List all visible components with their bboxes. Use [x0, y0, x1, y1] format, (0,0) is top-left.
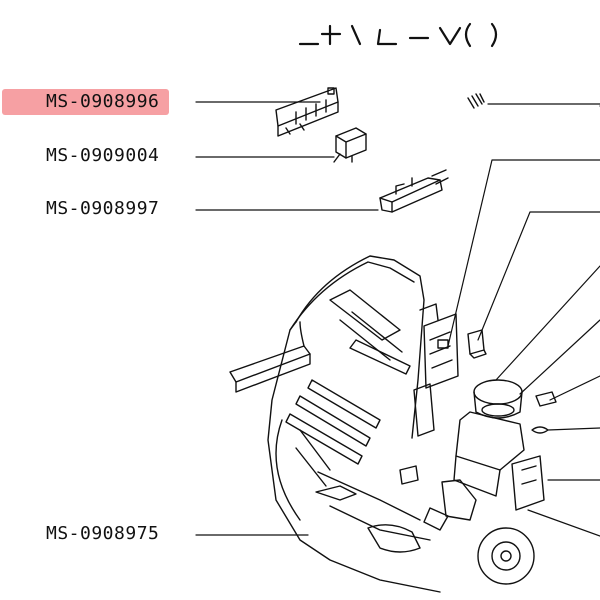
leader-lines — [195, 101, 600, 537]
spring-drawing — [467, 93, 485, 109]
part-label-ms-0909004[interactable]: MS-0909004 — [46, 145, 160, 166]
part-ms-0908997-drawing — [379, 169, 449, 213]
part-ms-0909004-drawing — [333, 127, 367, 163]
part-label-ms-0908997[interactable]: MS-0908997 — [46, 198, 160, 219]
pump-assembly-drawing — [423, 379, 545, 585]
main-housing-drawing — [229, 255, 441, 593]
title-glyphs — [298, 22, 498, 48]
pcb-board-drawing — [423, 313, 459, 389]
part-ms-0908996-drawing — [275, 87, 339, 137]
part-label-ms-0908996[interactable]: MS-0908996 — [2, 89, 170, 115]
part-label-ms-0908975[interactable]: MS-0908975 — [46, 523, 160, 544]
loose-parts-drawing — [531, 391, 557, 434]
clip-drawing — [467, 329, 487, 359]
